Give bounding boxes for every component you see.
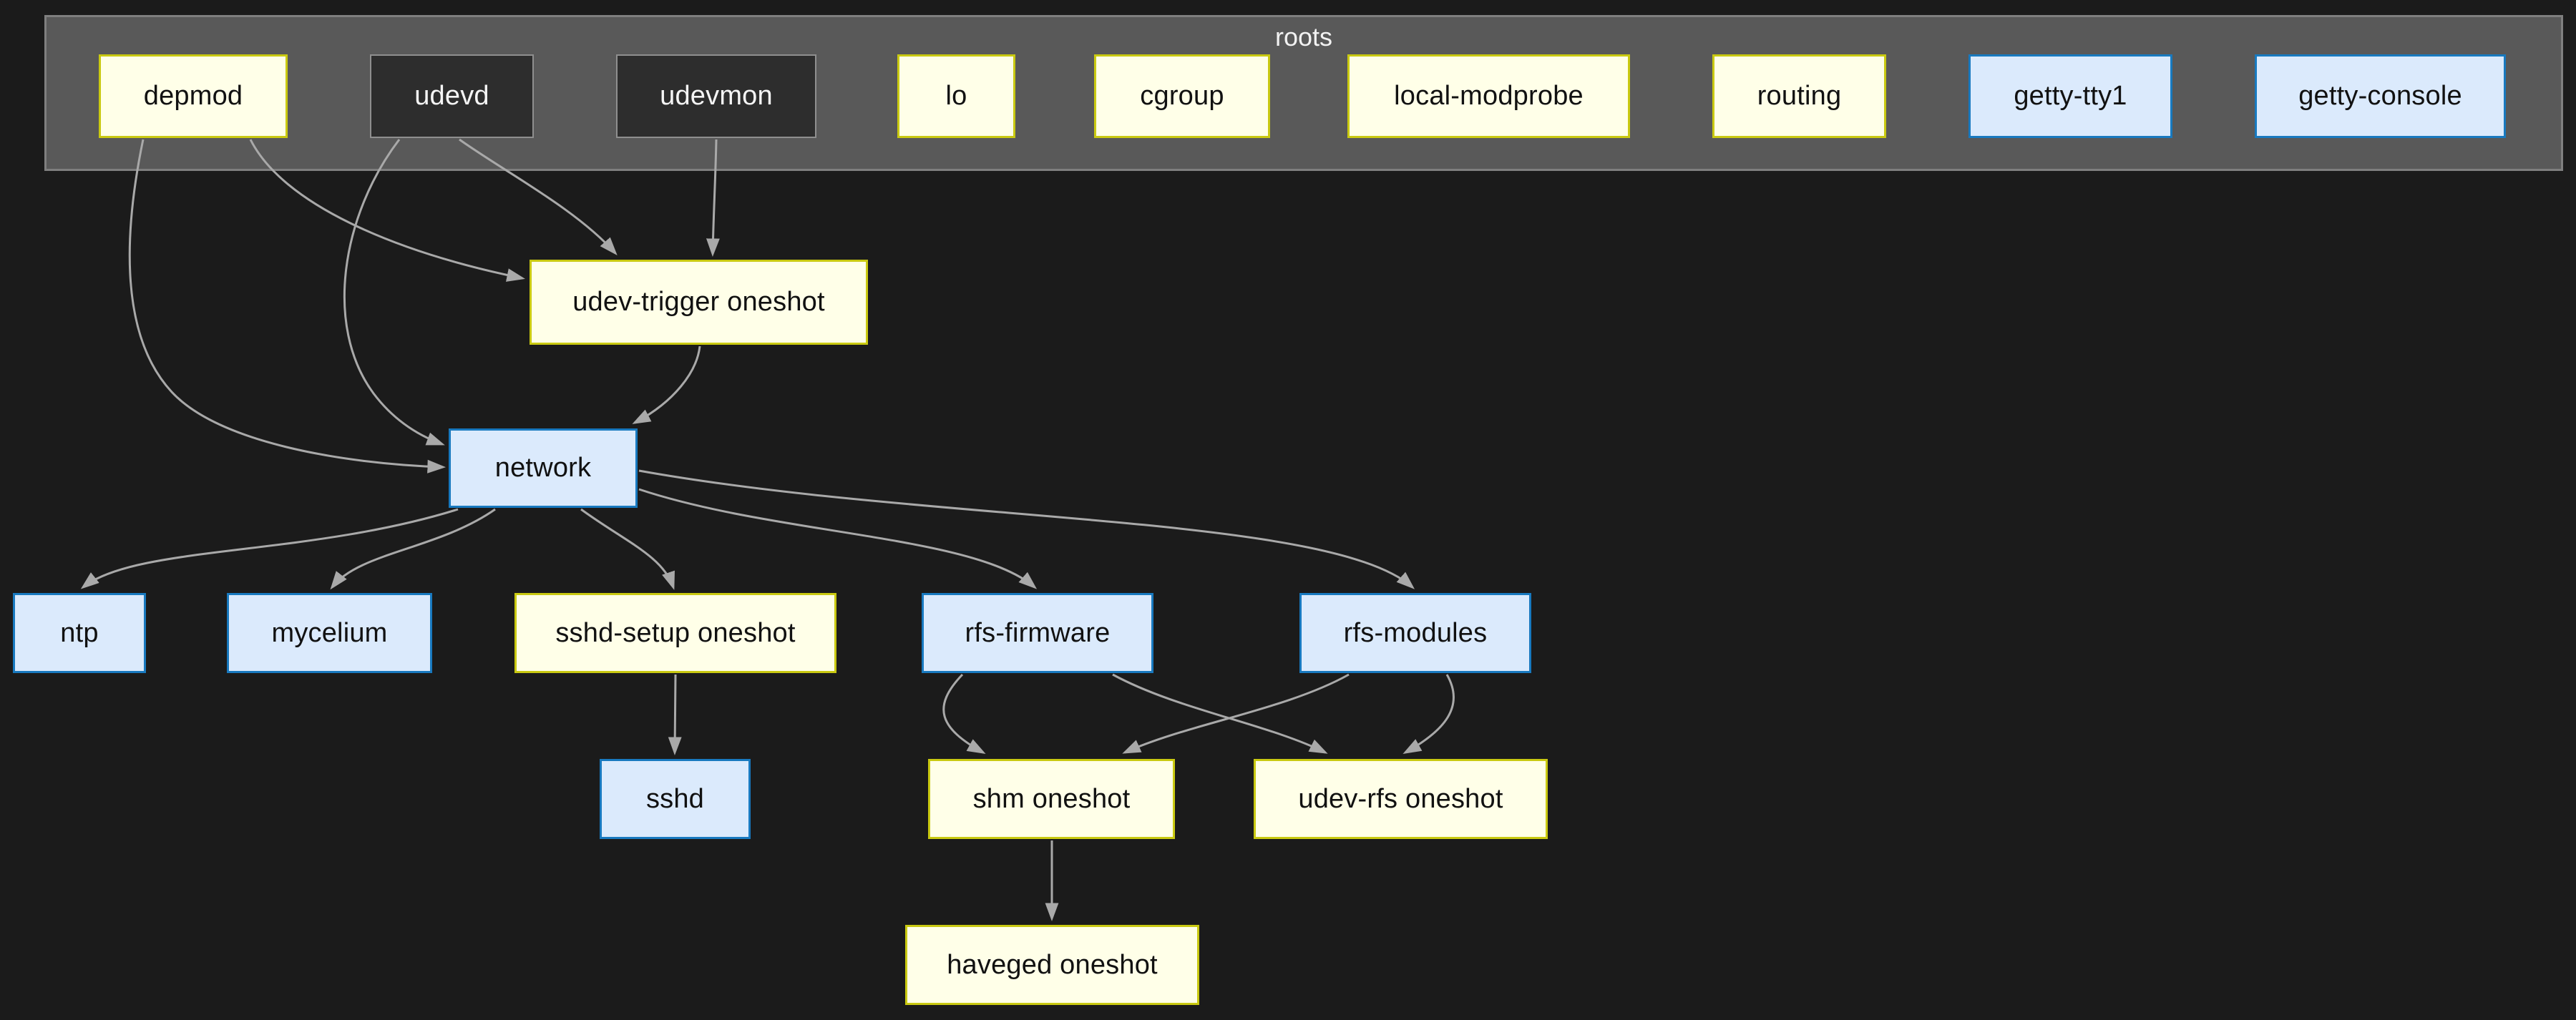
node-udevmon: udevmon	[616, 54, 816, 138]
node-haveged-oneshot: haveged oneshot	[905, 925, 1199, 1005]
node-sshd: sshd	[600, 759, 751, 839]
node-label: haveged oneshot	[947, 949, 1158, 980]
node-label: udevmon	[660, 81, 773, 111]
edge-rfs-firmware-udev-rfs	[1112, 673, 1328, 754]
node-label: mycelium	[271, 617, 388, 648]
node-shm-oneshot: shm oneshot	[928, 759, 1175, 839]
edge-network-rfs-firmware	[638, 488, 1038, 589]
node-getty-tty1: getty-tty1	[1968, 54, 2172, 138]
edge-rfs-modules-shm	[1122, 673, 1350, 754]
edge-network-rfs-modules	[638, 469, 1415, 589]
edge-depmod-udev-trigger	[249, 139, 525, 282]
node-depmod: depmod	[99, 54, 288, 138]
node-udev-rfs-oneshot: udev-rfs oneshot	[1254, 759, 1548, 839]
node-label: local-modprobe	[1394, 81, 1584, 111]
node-label: getty-tty1	[2014, 81, 2127, 111]
node-udev-trigger-oneshot: udev-trigger oneshot	[530, 260, 868, 345]
roots-cluster-label: roots	[1274, 22, 1333, 52]
node-routing: routing	[1712, 54, 1886, 138]
node-mycelium: mycelium	[227, 593, 432, 673]
node-cgroup: cgroup	[1094, 54, 1270, 138]
edge-network-ntp	[80, 508, 459, 589]
edge-udevd-network	[343, 139, 445, 446]
node-label: rfs-firmware	[965, 617, 1111, 648]
node-label: depmod	[143, 81, 243, 111]
node-label: udev-trigger oneshot	[572, 287, 825, 317]
node-label: shm oneshot	[972, 783, 1131, 814]
node-label: sshd-setup oneshot	[555, 617, 796, 648]
node-label: network	[494, 453, 592, 483]
node-label: routing	[1757, 81, 1842, 111]
node-label: lo	[945, 81, 967, 111]
edge-network-sshd-setup	[580, 508, 675, 590]
node-local-modprobe: local-modprobe	[1347, 54, 1630, 138]
edge-udev-trigger-network	[632, 345, 701, 424]
edge-udevmon-udev-trigger	[706, 139, 720, 258]
node-label: cgroup	[1140, 81, 1224, 111]
node-label: udev-rfs oneshot	[1298, 783, 1503, 814]
node-network: network	[449, 428, 638, 508]
node-label: rfs-modules	[1343, 617, 1488, 648]
node-rfs-modules: rfs-modules	[1299, 593, 1531, 673]
node-ntp: ntp	[13, 593, 146, 673]
edge-udevd-udev-trigger	[459, 138, 618, 256]
node-getty-console: getty-console	[2255, 54, 2506, 138]
node-label: sshd	[645, 783, 705, 814]
node-lo: lo	[897, 54, 1015, 138]
node-rfs-firmware: rfs-firmware	[922, 593, 1153, 673]
edge-depmod-network	[128, 139, 447, 474]
edge-network-mycelium	[330, 508, 496, 590]
edge-rfs-modules-udev-rfs	[1402, 674, 1455, 754]
node-sshd-setup-oneshot: sshd-setup oneshot	[514, 593, 836, 673]
edge-rfs-firmware-shm	[942, 673, 986, 754]
node-udevd: udevd	[370, 54, 534, 138]
node-label: ntp	[60, 617, 99, 648]
node-label: getty-console	[2298, 81, 2462, 111]
node-label: udevd	[414, 81, 489, 111]
